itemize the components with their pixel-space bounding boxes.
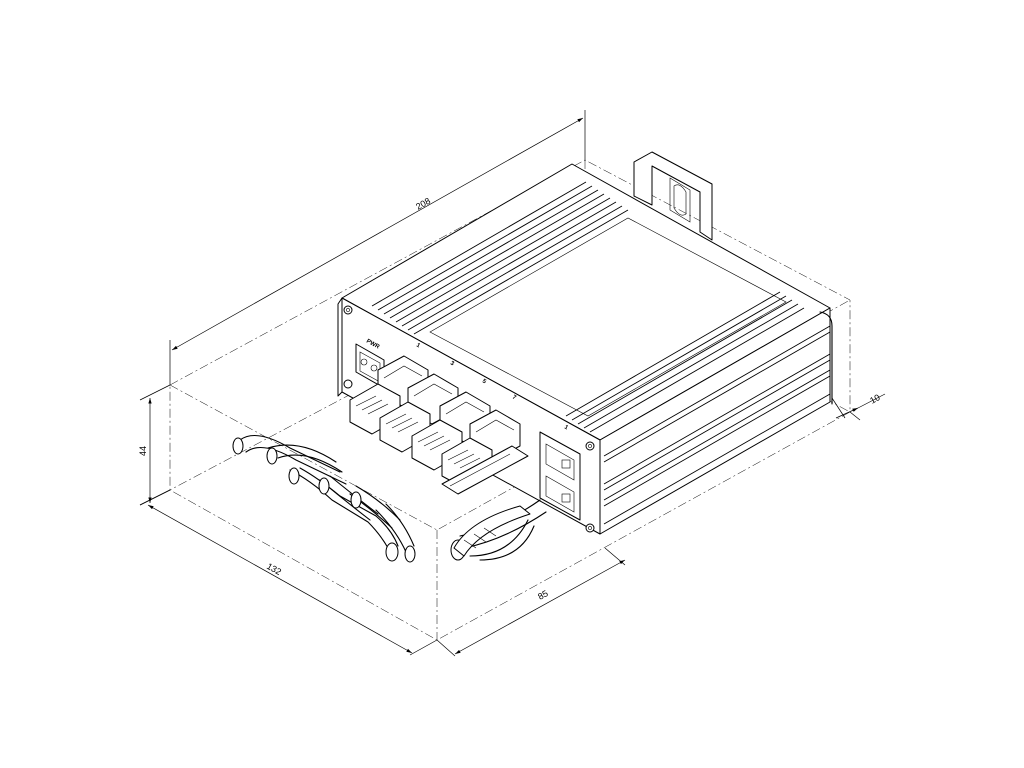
dimension-rail-offset-label: 10 bbox=[868, 392, 882, 406]
dimension-height-label: 44 bbox=[138, 446, 148, 456]
screw-icon bbox=[343, 379, 353, 389]
cable-assembly bbox=[232, 355, 547, 563]
side-grooves bbox=[603, 325, 831, 525]
dimension-height: 44 bbox=[138, 384, 171, 506]
port-label-5: 5 bbox=[481, 379, 487, 386]
screw-icon bbox=[585, 441, 595, 451]
dimension-rail-offset: 10 bbox=[831, 392, 886, 421]
port-label-1: 1 bbox=[415, 343, 421, 350]
top-cooling-ribs-front bbox=[565, 291, 805, 433]
dimension-length: 208 bbox=[169, 110, 586, 385]
port-label-7: 7 bbox=[511, 395, 517, 402]
screw-icon bbox=[585, 523, 595, 533]
top-cooling-ribs-back bbox=[371, 181, 629, 335]
sfp-cage bbox=[539, 431, 581, 521]
dimension-width-label: 85 bbox=[536, 588, 550, 602]
dimension-width: 85 bbox=[436, 547, 626, 657]
port-label-3: 3 bbox=[449, 361, 455, 368]
port-label-sfp: 1 bbox=[563, 425, 569, 432]
dimension-depth: 132 bbox=[139, 489, 438, 656]
screw-icon bbox=[343, 305, 353, 315]
dimension-length-label: 208 bbox=[414, 196, 432, 212]
dimension-depth-label: 132 bbox=[265, 561, 283, 577]
din-rail-clip bbox=[633, 151, 713, 241]
housing bbox=[341, 163, 833, 535]
sfp-module bbox=[441, 445, 531, 557]
